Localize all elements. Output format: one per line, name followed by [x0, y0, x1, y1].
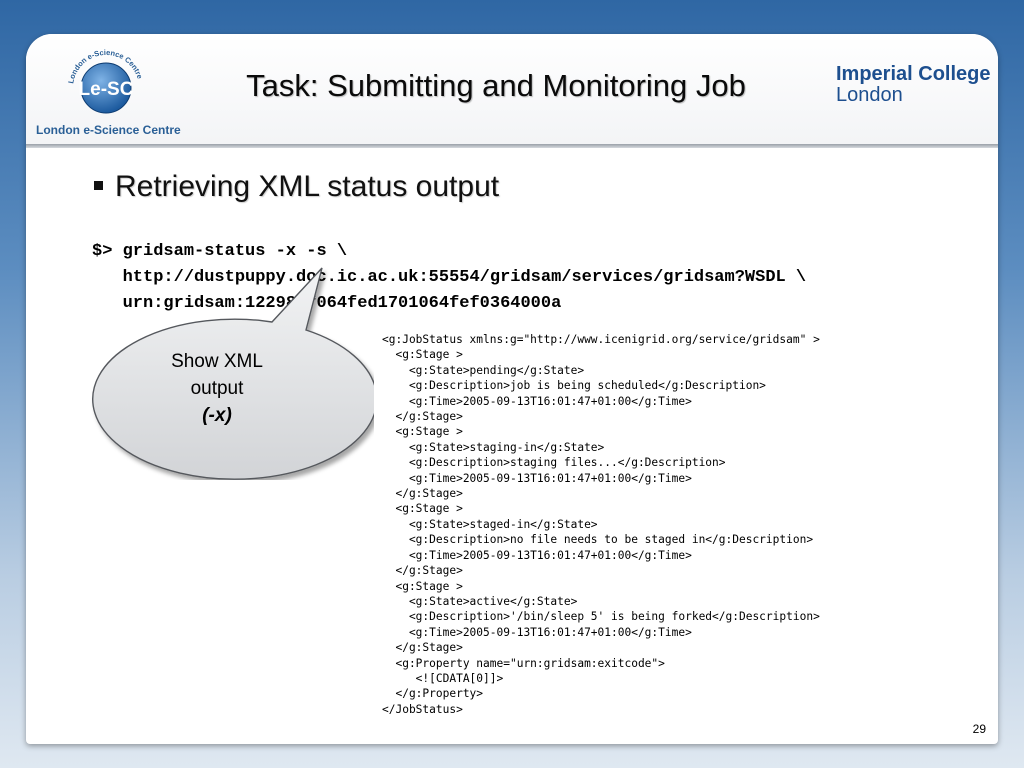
slide-header: Le-SC London e-Science Centre London e-S…	[26, 34, 998, 145]
command-text-1: gridsam-status -x -s \	[122, 242, 348, 261]
callout-flag: (-x)	[202, 405, 232, 426]
command-text-2: http://dustpuppy.doc.ic.ac.uk:55554/grid…	[122, 268, 807, 287]
command-block: $> gridsam-status -x -s \ http://dustpup…	[92, 239, 806, 317]
imperial-college-logo: Imperial College London	[836, 64, 991, 106]
xml-line: <g:Description>no file needs to be stage…	[382, 533, 814, 547]
xml-line: <g:JobStatus xmlns:g="http://www.icenigr…	[382, 333, 820, 346]
lesc-logo-icon: Le-SC London e-Science Centre	[66, 48, 145, 114]
command-line-1: $> gridsam-status -x -s \	[92, 239, 806, 265]
xml-line: <g:Time>2005-09-13T16:01:47+01:00</g:Tim…	[382, 471, 692, 485]
callout-line-2: output	[190, 378, 244, 399]
logo-text: Le-SC	[79, 79, 134, 100]
xml-line: <g:State>active</g:State>	[382, 594, 578, 608]
xml-line: <g:Time>2005-09-13T16:01:47+01:00</g:Tim…	[382, 394, 692, 408]
xml-line: </JobStatus>	[382, 702, 463, 716]
xml-line: </g:Stage>	[382, 410, 463, 424]
xml-line: <g:State>staged-in</g:State>	[382, 517, 598, 531]
partner-logo-line2: London	[836, 84, 903, 106]
xml-line: </g:Property>	[382, 687, 484, 701]
command-prompt: $>	[92, 242, 113, 261]
page-number: 29	[972, 722, 986, 736]
bullet-text: Retrieving XML status output	[115, 170, 500, 203]
command-line-3: urn:gridsam:12298cf064fed1701064fef03640…	[92, 291, 806, 317]
command-line-2: http://dustpuppy.doc.ic.ac.uk:55554/grid…	[92, 265, 807, 291]
partner-logo-line1: Imperial College	[836, 63, 991, 85]
xml-line: <![CDATA[0]]>	[382, 671, 504, 685]
callout-bubble-icon	[92, 267, 374, 480]
xml-line: <g:Time>2005-09-13T16:01:47+01:00</g:Tim…	[382, 548, 692, 562]
xml-line: <g:State>pending</g:State>	[382, 363, 585, 377]
xml-line: <g:Description>job is being scheduled</g…	[382, 379, 766, 393]
xml-line: <g:Stage >	[382, 425, 463, 439]
xml-line: <g:State>staging-in</g:State>	[382, 440, 605, 454]
xml-line: <g:Stage >	[382, 348, 463, 362]
xml-line: <g:Stage >	[382, 579, 463, 593]
header-divider	[26, 144, 998, 148]
xml-line: <g:Description>staging files...</g:Descr…	[382, 456, 726, 470]
xml-line: <g:Time>2005-09-13T16:01:47+01:00</g:Tim…	[382, 625, 692, 639]
xml-line: <g:Stage >	[382, 502, 463, 516]
bullet-square-icon	[94, 180, 103, 190]
slide-title: Task: Submitting and Monitoring Job	[246, 68, 746, 103]
bullet-item: Retrieving XML status output	[94, 170, 499, 204]
slide: Le-SC London e-Science Centre London e-S…	[26, 34, 998, 744]
command-text-3: urn:gridsam:12298cf064fed1701064fef03640…	[122, 294, 562, 313]
callout-text: Show XML output (-x)	[102, 348, 332, 429]
xml-line: <g:Description>'/bin/sleep 5' is being f…	[382, 610, 820, 624]
xml-line: </g:Stage>	[382, 564, 463, 578]
org-name: London e-Science Centre	[36, 123, 181, 137]
xml-line: </g:Stage>	[382, 641, 463, 655]
xml-line: </g:Stage>	[382, 487, 463, 501]
xml-output-block: <g:JobStatus xmlns:g="http://www.icenigr…	[382, 332, 820, 717]
callout-line-1: Show XML	[171, 351, 263, 372]
xml-line: <g:Property name="urn:gridsam:exitcode">	[382, 656, 665, 670]
